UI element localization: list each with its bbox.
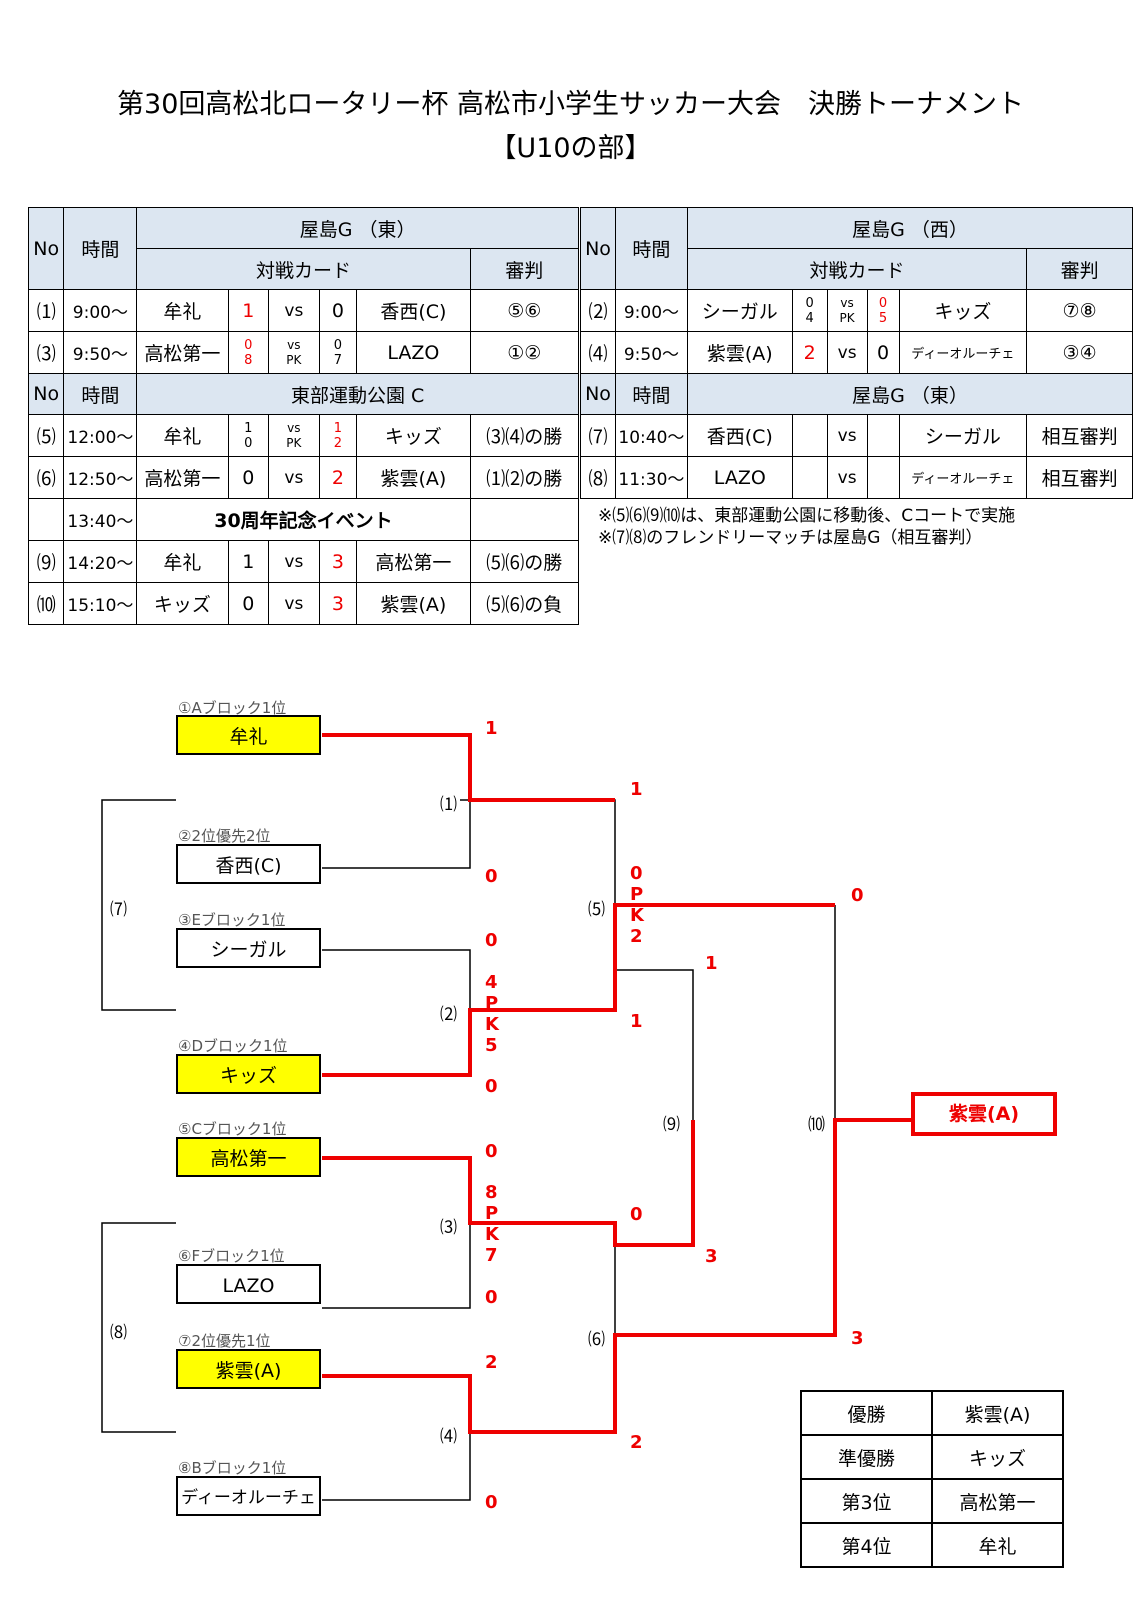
team-seed-label: ①Aブロック1位 [178, 699, 287, 717]
header-venue-2: 東部運動公園 C [136, 373, 579, 415]
score: K [630, 905, 644, 926]
match-row: ⑺10:40～ 香西(C) vs シーガル相互審判 [580, 414, 1133, 457]
score: 0 [630, 863, 643, 884]
score: 8 [485, 1182, 498, 1203]
score: 1 [630, 779, 643, 800]
score: 0 [485, 1076, 498, 1097]
score: 3 [851, 1328, 864, 1349]
team-seed-label: ⑧Bブロック1位 [178, 1459, 287, 1477]
score: 1 [705, 953, 718, 974]
score: 4 [485, 972, 498, 993]
notes: ※⑸⑹⑼⑽は、東部運動公園に移動後、Cコートで実施 ※⑺⑻のフレンドリーマッチは… [598, 505, 1015, 549]
score: 0 [485, 866, 498, 887]
score: 2 [630, 926, 643, 947]
match-label: ⑽ [808, 1115, 825, 1135]
score: 0 [630, 1204, 643, 1225]
team-box: LAZO [176, 1264, 321, 1304]
team-box: 紫雲(A) [176, 1349, 321, 1389]
match-label: ⑶ [440, 1218, 457, 1238]
score: 5 [485, 1035, 498, 1056]
team-box: 高松第一 [176, 1137, 321, 1177]
result-row: 第4位牟礼 [800, 1522, 1064, 1568]
team-seed-label: ⑥Fブロック1位 [178, 1247, 285, 1265]
match-label: ⑴ [440, 795, 457, 815]
header-venue: 屋島G （東） [136, 207, 579, 249]
match-label: ⑼ [663, 1115, 680, 1135]
score: K [485, 1224, 499, 1245]
team-box: 香西(C) [176, 844, 321, 884]
score: 2 [485, 1352, 498, 1373]
page-subtitle: 【U10の部】 [489, 133, 652, 164]
result-row: 準優勝キッズ [800, 1434, 1064, 1480]
result-row: 優勝紫雲(A) [800, 1390, 1064, 1436]
score: P [630, 884, 644, 905]
event-row: 13:40～ 30周年記念イベント [27, 498, 580, 541]
match-label: ⑷ [440, 1427, 457, 1447]
header-card: 対戦カード [136, 248, 471, 290]
score: 3 [705, 1246, 718, 1267]
score: 0 [485, 1141, 498, 1162]
header-venue: 屋島G （西） [686, 207, 1134, 249]
header-no: No [27, 207, 65, 290]
team-seed-label: ⑤Cブロック1位 [178, 1120, 287, 1138]
champion-box: 紫雲(A) [911, 1092, 1057, 1136]
match-label: ⑸ [588, 900, 605, 920]
match-label: ⑻ [110, 1323, 127, 1343]
header-time: 時間 [63, 207, 138, 290]
match-row: ⑻11:30～ LAZO vs ディーオルーチェ相互審判 [580, 456, 1133, 499]
team-box: キッズ [176, 1054, 321, 1094]
results-table: 優勝紫雲(A) 準優勝キッズ 第3位高松第一 第4位牟礼 [800, 1390, 1064, 1568]
team-seed-label: ②2位優先2位 [178, 827, 271, 845]
score: 0 [485, 930, 498, 951]
note-line: ※⑸⑹⑼⑽は、東部運動公園に移動後、Cコートで実施 [598, 506, 1016, 526]
team-seed-label: ③Eブロック1位 [178, 911, 286, 929]
score: 2 [630, 1432, 643, 1453]
score: 7 [485, 1245, 498, 1266]
score: 1 [630, 1011, 643, 1032]
team-box: 牟礼 [176, 715, 321, 755]
score: 0 [485, 1492, 498, 1513]
team-box: ディーオルーチェ [176, 1476, 321, 1516]
score: P [485, 1203, 499, 1224]
note-line: ※⑺⑻のフレンドリーマッチは屋島G（相互審判） [598, 528, 983, 548]
header-referee: 審判 [469, 248, 580, 290]
match-label: ⑵ [440, 1005, 457, 1025]
team-seed-label: ⑦2位優先1位 [178, 1332, 271, 1350]
page-title: 第30回高松北ロータリー杯 高松市小学生サッカー大会 決勝トーナメント [117, 89, 1024, 120]
result-row: 第3位高松第一 [800, 1478, 1064, 1524]
score: P [485, 993, 499, 1014]
score: 0 [485, 1287, 498, 1308]
score: K [485, 1014, 499, 1035]
match-label: ⑺ [110, 900, 127, 920]
match-label: ⑹ [588, 1330, 605, 1350]
team-box: シーガル [176, 928, 321, 968]
score: 0 [851, 885, 864, 906]
score: 1 [485, 718, 498, 739]
team-seed-label: ④Dブロック1位 [178, 1037, 288, 1055]
